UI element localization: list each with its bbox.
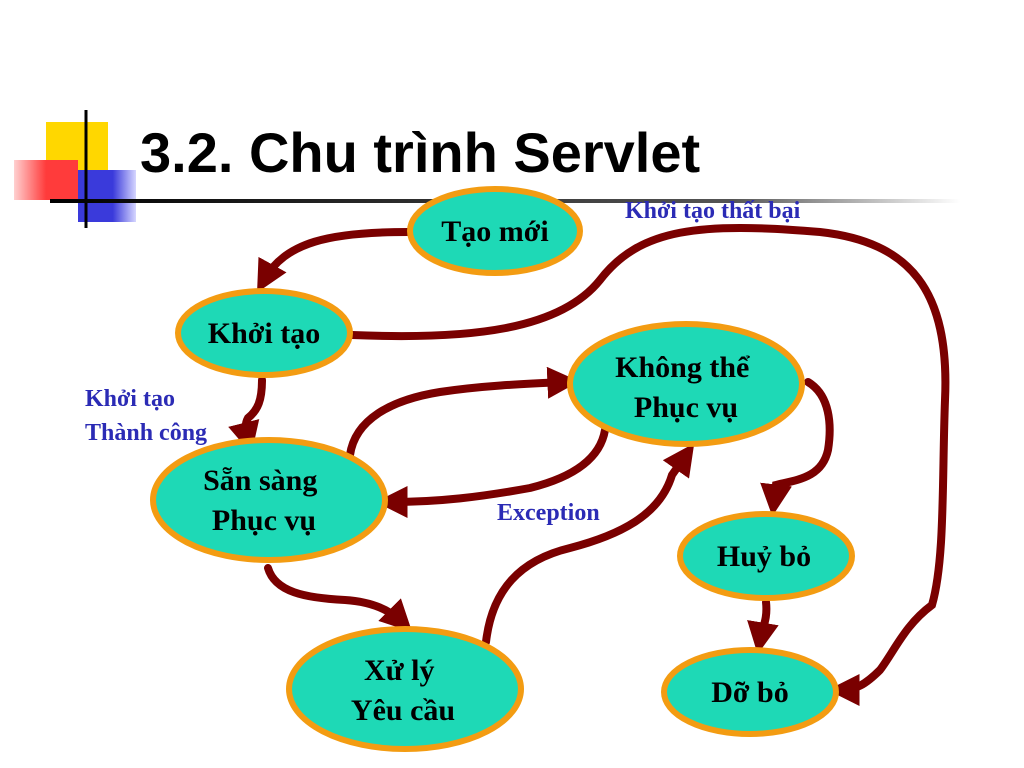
node-khong-the-phuc-vu: Không thể Phục vụ <box>567 321 805 447</box>
node-label: Sẵn sàng Phục vụ <box>203 464 325 537</box>
node-xu-ly-yeu-cau: Xử lý Yêu cầu <box>286 626 524 752</box>
node-label-line: Không thể <box>615 351 750 384</box>
node-shape <box>407 186 583 276</box>
node-label-line: Phục vụ <box>212 504 316 537</box>
node-khoi-tao: Khởi tạo <box>175 288 353 378</box>
arrow-xu-ly-to-khong-the <box>482 443 695 646</box>
label-init-success: Khởi tạo Thành công <box>85 386 207 446</box>
node-label-line: Phục vụ <box>634 391 738 424</box>
node-san-sang-phuc-vu: Sẵn sàng Phục vụ <box>150 437 388 563</box>
deco-blue-bar <box>78 170 136 222</box>
node-label: Tạo mới <box>441 215 548 248</box>
node-shape <box>677 511 855 601</box>
node-tao-moi: Tạo mới <box>407 186 583 276</box>
node-label: Dỡ bỏ <box>711 676 788 709</box>
arrow-khong-the-to-huy-bo <box>760 378 834 517</box>
node-label: Huỷ bỏ <box>717 540 811 573</box>
node-label-line: Xử lý <box>364 654 435 687</box>
node-do-bo: Dỡ bỏ <box>661 647 839 737</box>
label-exception: Exception <box>497 500 600 526</box>
node-shape <box>567 321 805 447</box>
arrow-tao-moi-to-khoi-tao <box>257 228 412 293</box>
node-huy-bo: Huỷ bỏ <box>677 511 855 601</box>
node-label-line: Huỷ bỏ <box>717 540 811 573</box>
node-shape <box>175 288 353 378</box>
label-init-failed: Khởi tạo thất bại <box>625 198 801 224</box>
node-label-line: Sẵn sàng <box>203 464 317 497</box>
label-init-success-line: Thành công <box>85 420 207 446</box>
node-label: Xử lý Yêu cầu <box>351 654 455 727</box>
node-shape <box>150 437 388 563</box>
node-label: Không thể Phục vụ <box>615 351 757 424</box>
node-label-line: Dỡ bỏ <box>711 676 788 709</box>
arrows <box>228 223 950 706</box>
arrow-san-sang-to-xu-ly <box>264 564 413 633</box>
arrow-san-sang-to-khong-the <box>346 366 580 459</box>
node-label: Khởi tạo <box>208 317 320 350</box>
arrow-khong-the-to-san-sang <box>375 426 609 518</box>
node-label-line: Khởi tạo <box>208 317 320 350</box>
arrow-khoi-tao-to-san-sang <box>228 376 266 454</box>
label-init-success-line: Khởi tạo <box>85 386 175 412</box>
deco-red-bar <box>14 160 78 200</box>
slide-title: 3.2. Chu trình Servlet <box>140 121 700 184</box>
node-label-line: Yêu cầu <box>351 694 455 727</box>
arrow-huy-bo-to-do-bo <box>747 598 779 655</box>
arrow-khoi-tao-to-do-bo <box>348 223 950 706</box>
node-shape <box>661 647 839 737</box>
node-shape <box>286 626 524 752</box>
node-label-line: Tạo mới <box>441 215 548 248</box>
